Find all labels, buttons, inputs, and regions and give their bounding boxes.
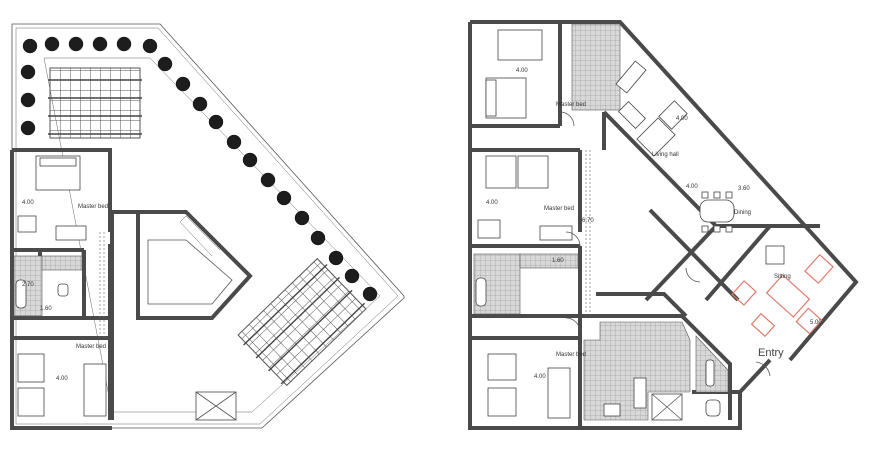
right-bedroom-mid-name: Master bed (544, 206, 574, 212)
sitting-dim: 5.00 (810, 320, 822, 326)
left-bath-dim: 2.70 (22, 282, 34, 288)
living-dim: 4.00 (676, 116, 688, 122)
dining-dim-b: 3.60 (738, 186, 750, 192)
right-bedroom-bottom-name: Master bed (556, 352, 586, 358)
sitting-name: Sitting (774, 274, 791, 280)
right-labels: 4.00 Master bed 4.00 Master bed 6.70 1.6… (486, 68, 822, 380)
dining-dim-a: 4.00 (686, 184, 698, 190)
right-outer-walls (468, 20, 859, 430)
sitting-room-furniture (731, 245, 834, 338)
left-bath-dim-2: 1.60 (40, 306, 52, 312)
left-bedroom-bottom-name: Master bed (76, 344, 106, 350)
left-furniture (13, 155, 237, 421)
living-name: Living hall (652, 152, 679, 158)
left-bedroom-top-dim: 4.00 (22, 200, 34, 206)
right-doors (559, 111, 771, 377)
left-bedroom-top-name: Master bed (78, 204, 108, 210)
right-bedroom-bottom-dim: 4.00 (534, 374, 546, 380)
dining-table (699, 191, 735, 233)
left-bedroom-bottom-dim: 4.00 (56, 376, 68, 382)
right-bedroom-top-dim: 4.00 (516, 68, 528, 74)
left-floor-plan: 4.00 Master bed 2.70 1.60 Master bed 4.0… (10, 23, 405, 430)
right-bedroom-mid-dim: 4.00 (486, 200, 498, 206)
right-corridor-dash (585, 150, 591, 316)
right-floor-plan: 4.00 Master bed 4.00 Master bed 6.70 1.6… (468, 20, 859, 430)
left-labels: 4.00 Master bed 2.70 1.60 Master bed 4.0… (22, 200, 108, 382)
left-terrace-inner-outline (15, 27, 399, 425)
dining-name: Dining (734, 210, 751, 216)
right-corridor-dim: 6.70 (582, 218, 594, 224)
right-furniture (475, 29, 834, 421)
left-pergola-top (48, 67, 142, 139)
left-pergola-diagonal (237, 257, 367, 387)
right-bath-dim: 1.60 (552, 258, 564, 264)
left-building-walls (10, 148, 253, 430)
right-tiled-areas (473, 23, 729, 421)
right-bedroom-top-name: Master bed (556, 102, 586, 108)
left-shrubs (20, 36, 378, 302)
entry-label: Entry (758, 347, 784, 359)
